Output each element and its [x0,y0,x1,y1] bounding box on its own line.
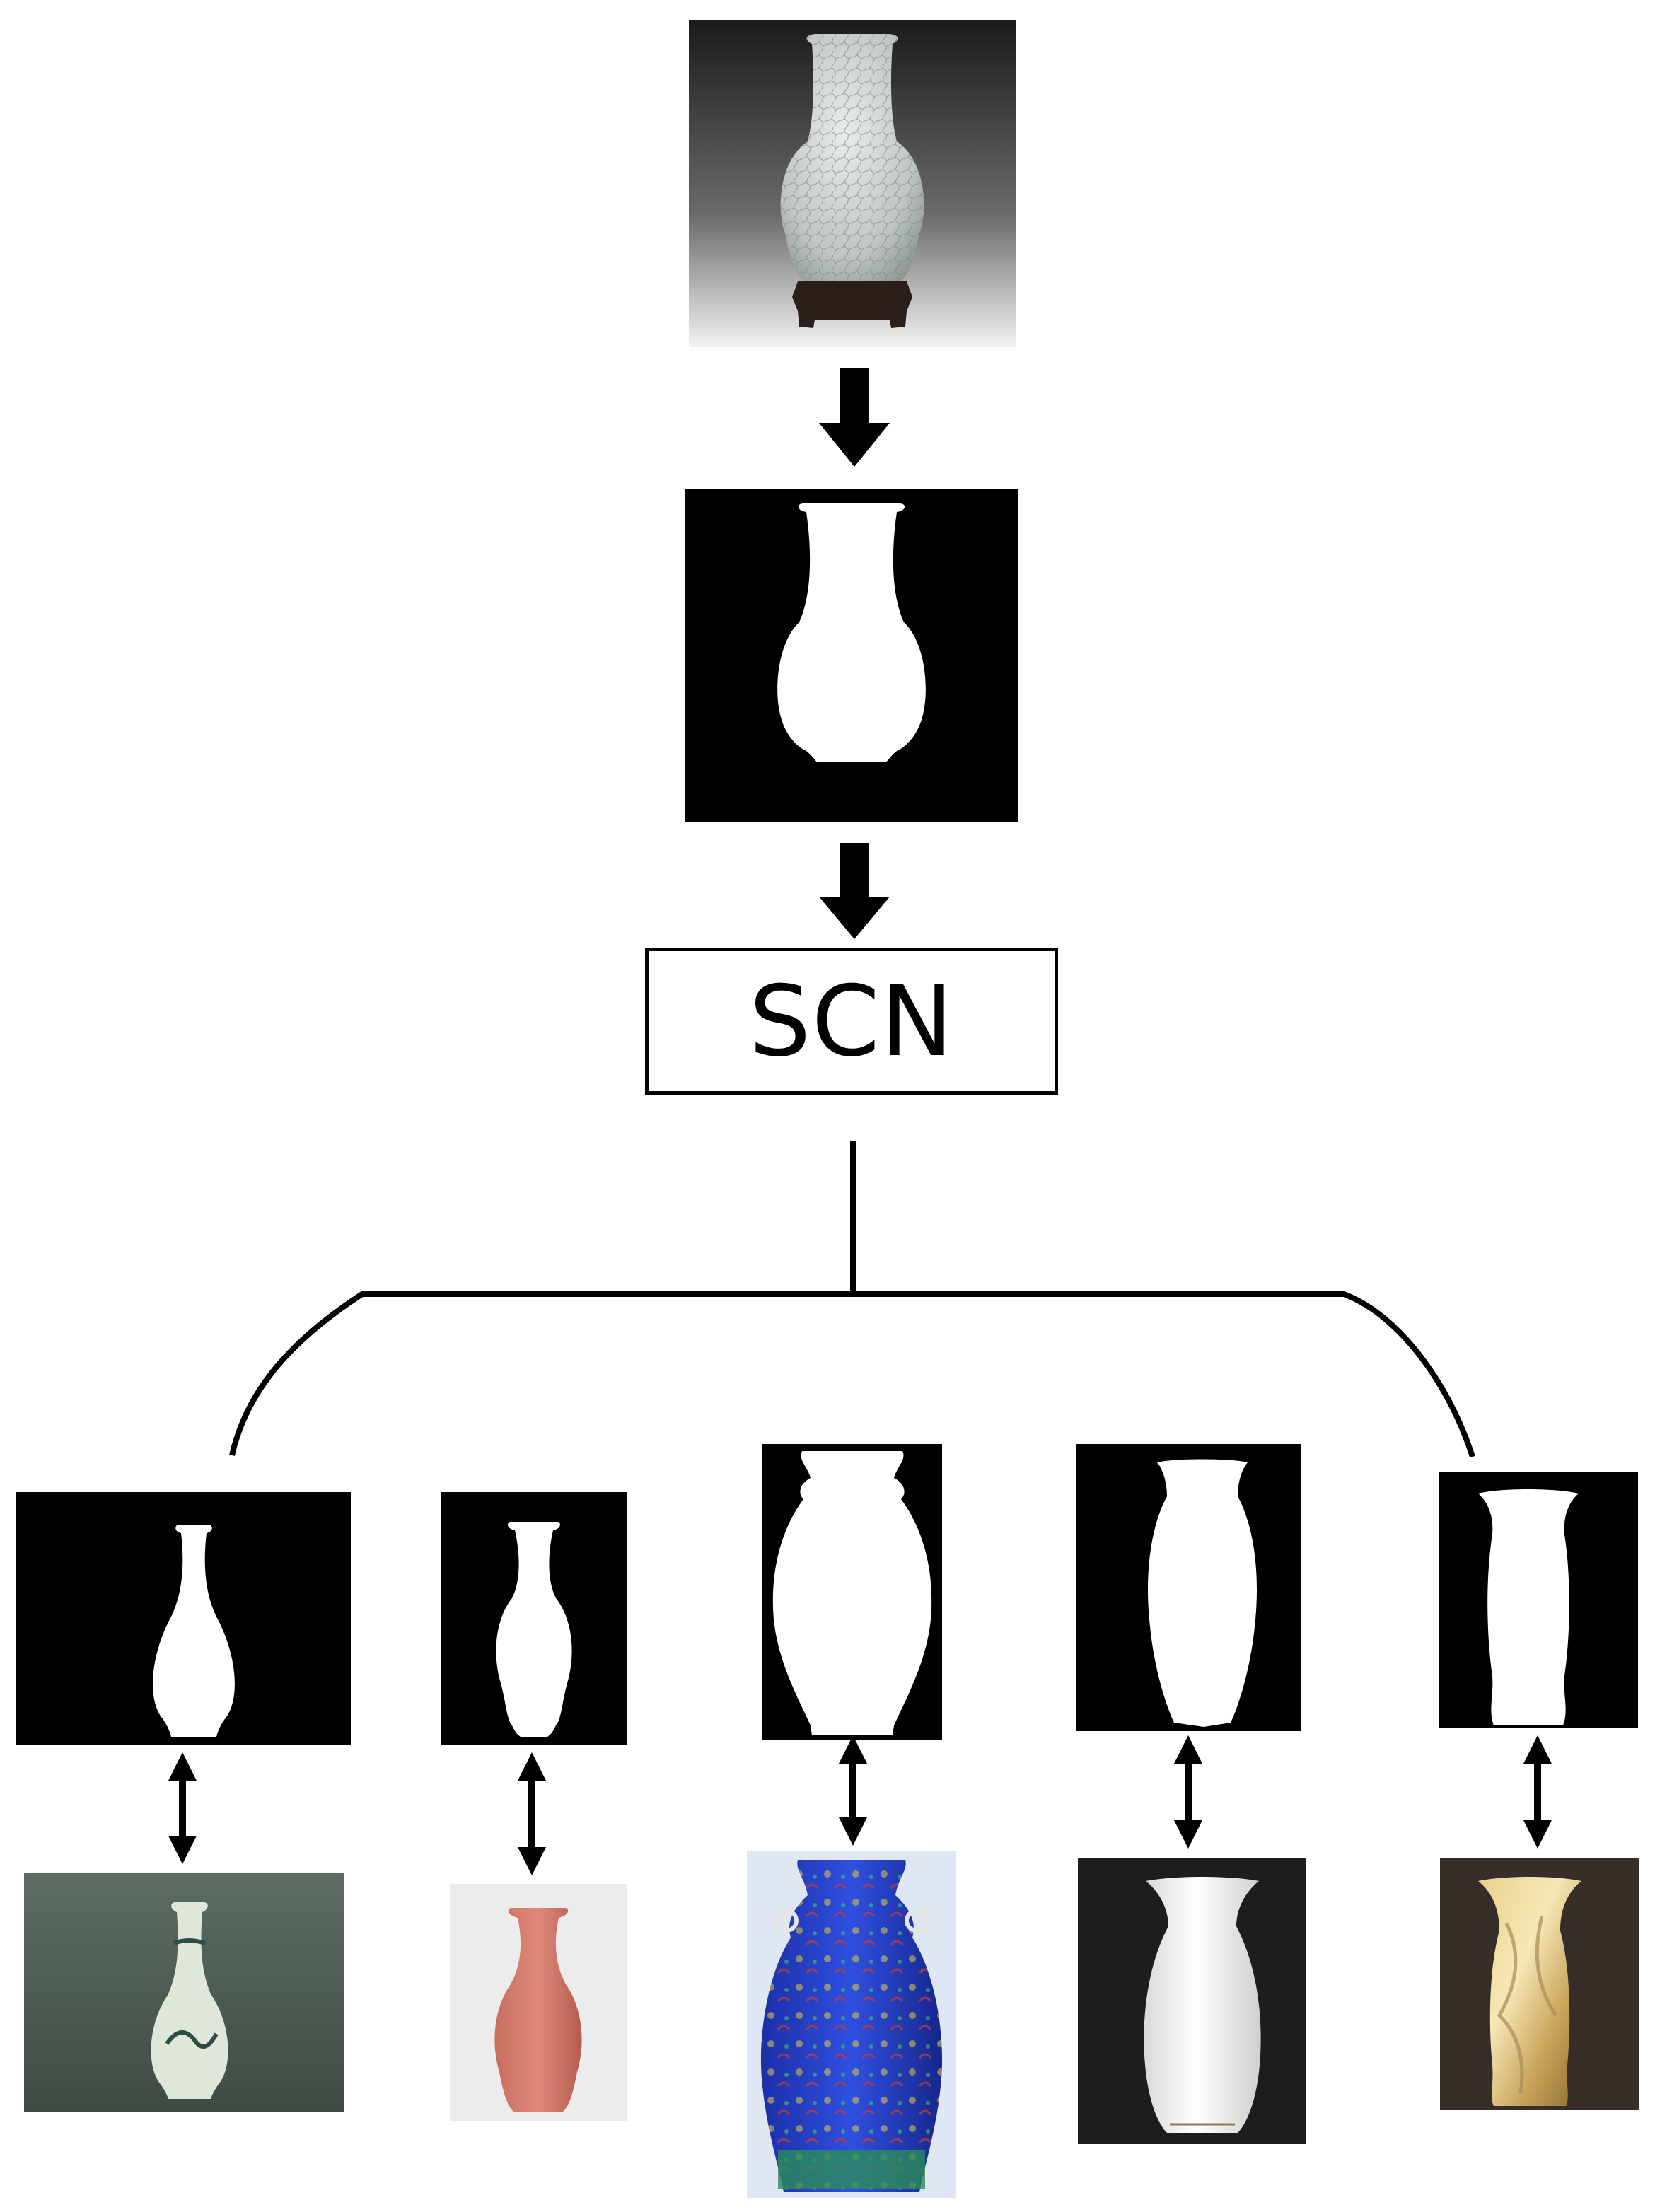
coral-red-vase-photo-icon [494,1908,582,2112]
connector-branch [229,1291,1475,1458]
result-silhouette-2 [441,1492,627,1745]
vase-silhouette-mask-icon [496,1522,572,1737]
onyx-stone-vase-photo-icon [1478,1877,1581,2106]
result-silhouette-3 [762,1444,942,1740]
vase-silhouette-mask-icon [777,503,926,762]
result-photo-2 [450,1884,627,2121]
vase-silhouette-mask-icon [1478,1489,1579,1725]
result-photo-4 [1078,1858,1306,2144]
ring-handle-icon [774,1909,799,1933]
wooden-stand [792,281,912,328]
vase-silhouette-mask-icon [153,1525,235,1737]
scn-model-box: SCN [645,948,1058,1095]
vase-silhouette-mask-icon [1148,1459,1257,1727]
result-silhouette-1 [16,1492,351,1745]
white-porcelain-vase-photo-icon [1144,1877,1261,2133]
input-vase-photo [689,20,1016,347]
result-silhouette-5 [1439,1472,1638,1728]
input-silhouette-mask [685,489,1018,822]
vase-silhouette-mask-icon [772,1451,932,1735]
ring-handle-icon [905,1909,929,1933]
down-arrow-icon [819,843,890,939]
down-arrow-icon [819,368,890,467]
result-photo-1 [24,1873,344,2112]
result-photo-5 [1440,1858,1639,2110]
result-photo-3 [747,1851,956,2198]
blue-white-pear-vase-photo-icon [151,1902,228,2099]
result-silhouette-4 [1076,1444,1301,1731]
model-label: SCN [748,964,955,1078]
